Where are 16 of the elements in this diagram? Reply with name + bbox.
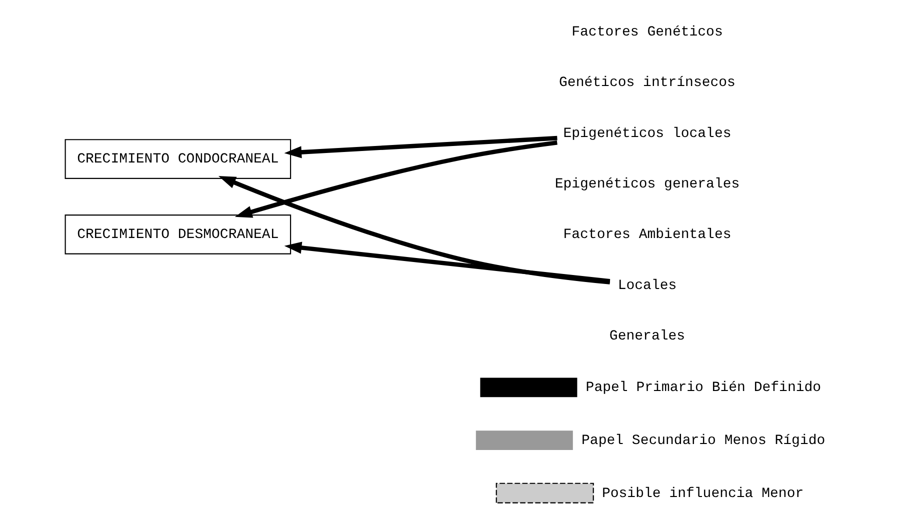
arrow [218,176,610,284]
arrow [284,136,557,158]
node-text: Generales [608,328,685,344]
node-text: Factores Ambientales [562,227,731,244]
legend-label: Papel Primario Bién Definido [585,380,821,396]
node-text: Factores Genéticos [571,24,722,41]
node-text: Genéticos intrínsecos [558,75,735,92]
node-text: Epigenéticos locales [562,126,731,142]
arrow [284,242,610,284]
node-text: Locales [617,278,676,294]
node-box: CRECIMIENTO DESMOCRANEAL [64,214,291,254]
node-box: CRECIMIENTO CONDOCRANEAL [64,139,291,179]
legend-label: Papel Secundario Menos Rígido [581,432,825,449]
legend-label: Posible influencia Menor [601,486,804,502]
node-text: Epigenéticos generales [554,176,740,192]
arrow [234,140,557,218]
